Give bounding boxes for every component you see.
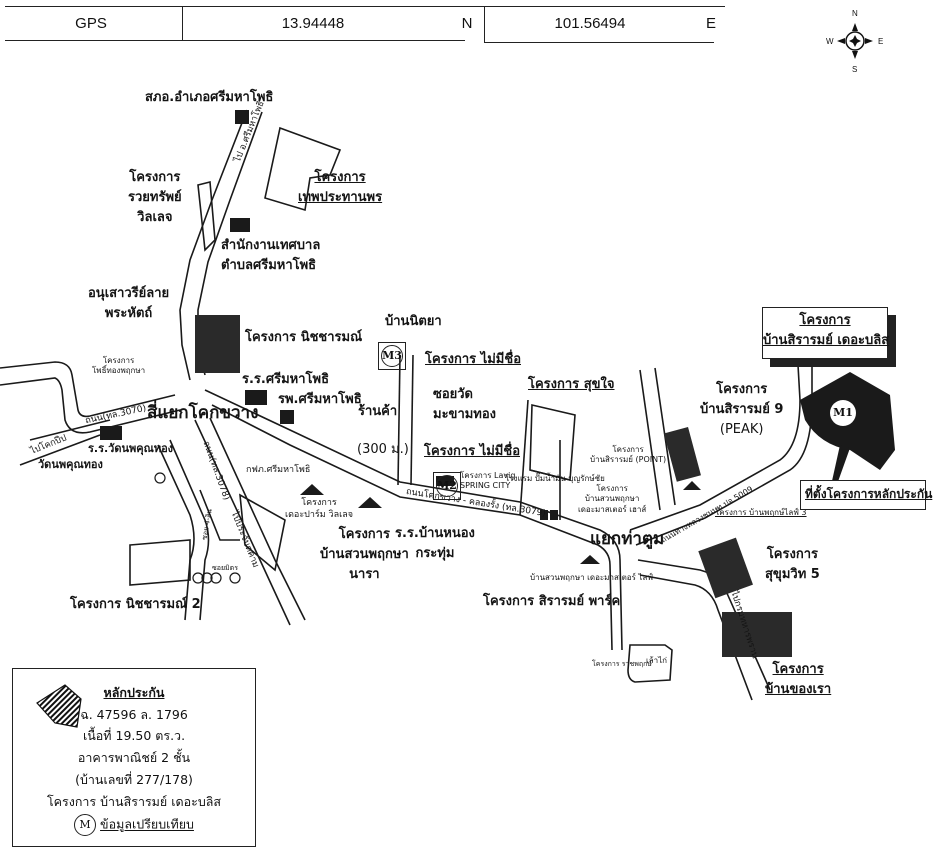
label-proj-siram-park: โครงการ สิรารมย์ พาร์ค <box>483 594 621 609</box>
road-5009 <box>629 364 801 531</box>
legend-title: หลักประกัน <box>103 685 165 700</box>
legend-house-no: (บ้านเลขที่ 277/178) <box>75 772 193 787</box>
callout-collateral-location: ที่ตั้งโครงการหลักประกัน <box>800 480 932 510</box>
label-junction-thatum: แยกท่าตูม <box>590 529 665 549</box>
label-soi-wat: ซอยวัดมะขามทอง <box>433 387 497 423</box>
label-proj-sukjai: โครงการ สุขใจ <box>528 377 615 392</box>
road-khokpip-2 <box>19 434 101 466</box>
gps-longitude: 101.56494 <box>554 14 626 32</box>
label-school-wat-phukhunthong: ร.ร.วัดนพคุณทอง <box>88 442 174 455</box>
compass-s: S <box>852 65 858 74</box>
label-proj-thepprathanporn: โครงการเทพประทานพร <box>298 170 383 206</box>
hatched-plot-icon <box>36 684 82 728</box>
label-proj-baansuan-garden: โครงการบ้านสวนพฤกษาเดอะมาสเตอร์ เฮาส์ <box>578 484 647 514</box>
legend: หลักประกัน ฉ. 47596 ล. 1796 เนื้อที่ 19.… <box>12 668 256 847</box>
label-soi-bottom: ซอยมิตร <box>212 564 238 572</box>
soi-wat-2 <box>410 354 414 486</box>
label-ban-nitiya: บ้านนิตยา <box>385 314 442 329</box>
road-3070 <box>0 361 176 418</box>
label-district-office: สภอ.อำเภอศรีมหาโพธิ <box>145 90 274 105</box>
label-school-nongkrathum: ร.ร.บ้านหนองกระทุ่ม <box>395 526 475 562</box>
label-school-srimahaphot: ร.ร.ศรีมหาโพธิ <box>242 372 330 387</box>
legend-project: โครงการ บ้านสิรารมย์ เดอะบลิส <box>46 794 222 809</box>
label-wat-phukhunthong: วัดนพคุณทอง <box>38 458 103 471</box>
compass-rose-icon <box>837 23 873 59</box>
label-proj-baansiram-point: โครงการบ้านสิรารมย์ (POINT) <box>590 445 667 465</box>
label-proj-small-bottom-left: โครงการ ราชพฤกษ์ <box>592 660 652 668</box>
road-3079-edge <box>211 404 613 651</box>
gps-bar: GPS 13.94448 N 101.56494 E <box>0 6 730 44</box>
label-proj-nitcharam: โครงการ นิชชารมณ์ <box>245 330 363 345</box>
label-shop: ร้านค้า <box>358 404 398 419</box>
label-pea-office: กฟภ.ศรีมหาโพธิ <box>246 465 311 475</box>
road-khokpip <box>29 419 111 441</box>
label-proj-baankhongrao: โครงการบ้านของเรา <box>765 662 832 698</box>
label-proj-no-name-1: โครงการ ไม่มีชื่อ <box>425 352 521 367</box>
label-monument: อนุเสาวรีย์ลายพระหัตถ์ <box>88 286 170 322</box>
legend-building: อาคารพาณิชย์ 2 ชั้น <box>77 750 191 765</box>
compass-n: N <box>852 9 858 18</box>
legend-area: เนื้อที่ 19.50 ตร.ว. <box>82 728 186 743</box>
soi-wat <box>397 354 401 486</box>
label-hospital-srimahaphot: รพ.ศรีมหาโพธิ <box>278 392 362 407</box>
road-3078-edge <box>209 417 306 621</box>
marker-m2[interactable]: M2 <box>433 472 461 500</box>
road-kabinburi-edge <box>639 574 753 701</box>
marker-m3[interactable]: M3 <box>378 342 406 370</box>
label-proj-baansiram9: โครงการบ้านสิรารมย์ 9(PEAK) <box>700 382 784 438</box>
label-small-bottom: บ้านสวนพฤกษา เดอะมาสเตอร์ ไลฟ์ <box>530 573 653 582</box>
label-proj-sukhumvit5: โครงการสุขุมวิท 5 <box>765 547 820 583</box>
label-proj-nitcharam2: โครงการ นิชชารมณ์ 2 <box>70 597 201 612</box>
label-proj-the-palm: โครงการเดอะปาร์ม วิลเลจ <box>285 498 353 520</box>
marker-m1[interactable]: M1 <box>833 406 853 419</box>
gps-lon-direction: E <box>705 14 716 32</box>
compass-w: W <box>826 37 834 46</box>
label-proj-ruaysap: โครงการรวยทรัพย์วิลเลจ <box>128 170 182 226</box>
road-3078 <box>194 419 291 626</box>
callout-target-project: โครงการ บ้านสิรารมย์ เดอะบลิส <box>762 307 889 359</box>
label-proj-no-name-2: โครงการ ไม่มีชื่อ <box>424 444 520 459</box>
legend-deed: ฉ. 47596 ล. 1796 <box>80 707 188 722</box>
label-shop-distance: (300 ม.) <box>357 442 409 457</box>
m-marker-icon: M <box>74 814 97 836</box>
road-north <box>179 109 248 381</box>
label-proj-baanpuk: โครงการ บ้านพฤกษ์ไลฟ์ 3 <box>715 508 807 517</box>
label-proj-baansuan: โครงการบ้านสวนพฤกษานารา <box>320 527 409 583</box>
label-fish-pond: เล้าไก่ <box>646 656 667 665</box>
compass-e: E <box>878 37 884 46</box>
compass: N S W E <box>820 5 890 75</box>
gps-latitude: 13.94448 <box>281 14 345 32</box>
label-proj-phothongphatcha: โครงการโพธิ์ทองพฤกษา <box>92 356 146 376</box>
road-3070-edge <box>0 377 181 434</box>
gps-lat-direction: N <box>461 14 473 32</box>
gps-label: GPS <box>75 14 107 32</box>
legend-m-meaning: ข้อมูลเปรียบเทียบ <box>100 816 194 832</box>
label-hotel: โรงแรม ปั๊มน้ำมัน บุญรักษ์ชัย <box>505 474 605 483</box>
label-municipal-office: สำนักงานเทศบาลตำบลศรีมหาโพธิ <box>221 238 321 274</box>
label-junction-khokkhwang: สี่แยกโคกขวาง <box>147 403 259 423</box>
